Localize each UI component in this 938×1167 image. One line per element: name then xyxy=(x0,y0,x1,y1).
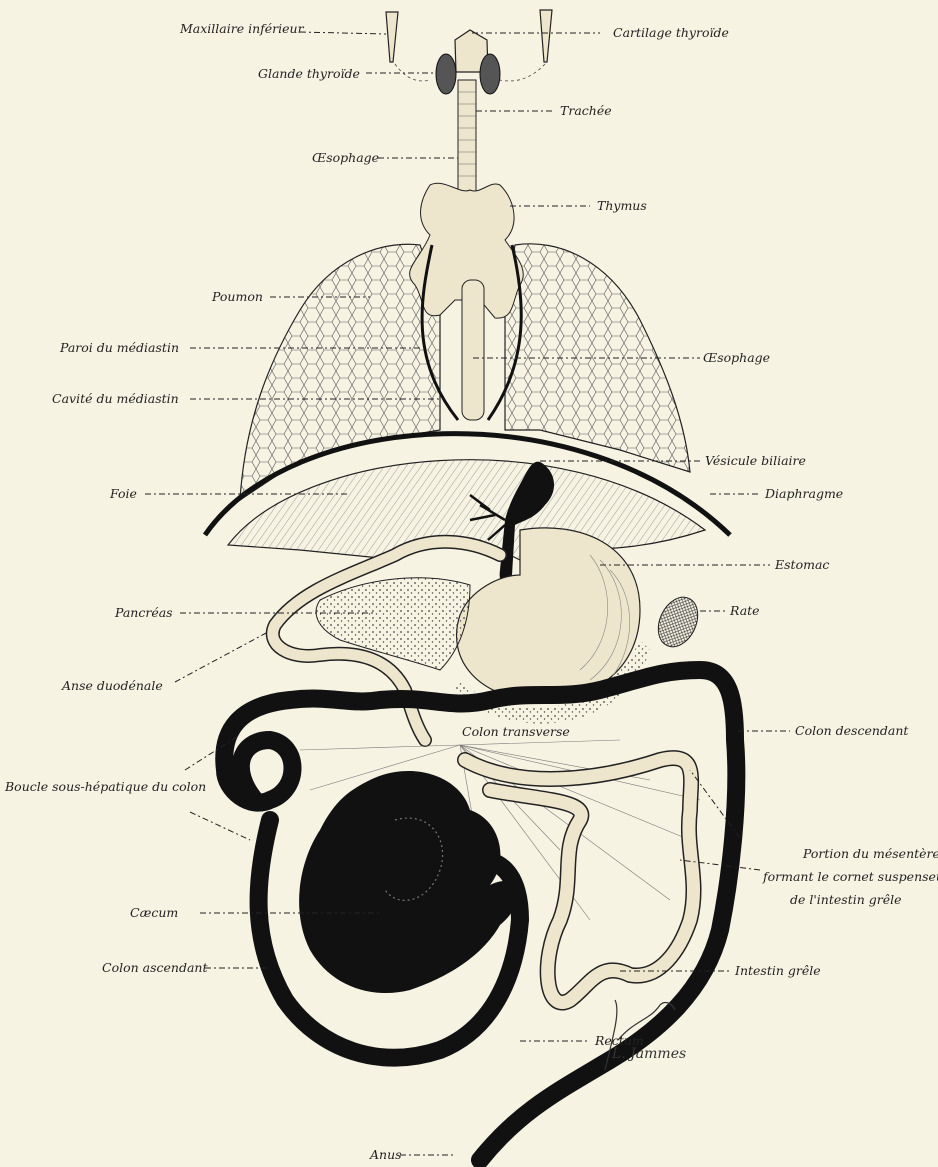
spleen xyxy=(651,591,706,653)
label-poumon: Poumon xyxy=(211,289,263,304)
label-mesentere-3: de l'intestin grêle xyxy=(790,892,902,907)
label-glande-thyroide: Glande thyroïde xyxy=(258,66,360,81)
label-boucle: Boucle sous-hépatique du colon xyxy=(4,779,206,794)
label-maxillaire: Maxillaire inférieur xyxy=(179,21,305,36)
label-oesophage-upper: Œsophage xyxy=(312,150,379,165)
small-intestine-fill xyxy=(465,758,694,1002)
label-anus: Anus xyxy=(369,1147,402,1162)
label-caecum: Cæcum xyxy=(130,905,178,920)
label-thymus: Thymus xyxy=(597,198,647,213)
label-oesophage-lower: Œsophage xyxy=(703,350,770,365)
label-foie: Foie xyxy=(109,486,137,501)
thyroid-gland-right xyxy=(480,54,500,94)
label-trachee: Trachée xyxy=(560,103,612,118)
oesophagus xyxy=(462,280,484,420)
jaw-left xyxy=(386,12,398,62)
label-vesicule: Vésicule biliaire xyxy=(705,453,806,468)
label-mesentere-1: Portion du mésentère xyxy=(802,846,938,861)
label-rectum: Rectum xyxy=(594,1033,644,1048)
lung-left xyxy=(240,244,440,500)
label-colon-transverse: Colon transverse xyxy=(462,724,570,739)
label-intestin: Intestin grêle xyxy=(734,963,821,978)
label-cavite: Cavité du médiastin xyxy=(52,391,179,406)
label-colon-ascendant: Colon ascendant xyxy=(102,960,208,975)
label-estomac: Estomac xyxy=(774,557,829,572)
label-rate: Rate xyxy=(729,603,760,618)
label-pancreas: Pancréas xyxy=(114,605,173,620)
label-anse: Anse duodénale xyxy=(61,678,163,693)
label-paroi: Paroi du médiastin xyxy=(59,340,179,355)
label-colon-descendant: Colon descendant xyxy=(795,723,909,738)
label-mesentere-2: formant le cornet suspenseur xyxy=(762,869,938,884)
label-diaphragme: Diaphragme xyxy=(764,486,843,501)
thyroid-gland-left xyxy=(436,54,456,94)
caecum xyxy=(299,771,518,993)
signature-text: L. Jammes xyxy=(611,1046,686,1062)
jaw-right xyxy=(540,10,552,62)
label-cartilage: Cartilage thyroïde xyxy=(613,25,729,40)
